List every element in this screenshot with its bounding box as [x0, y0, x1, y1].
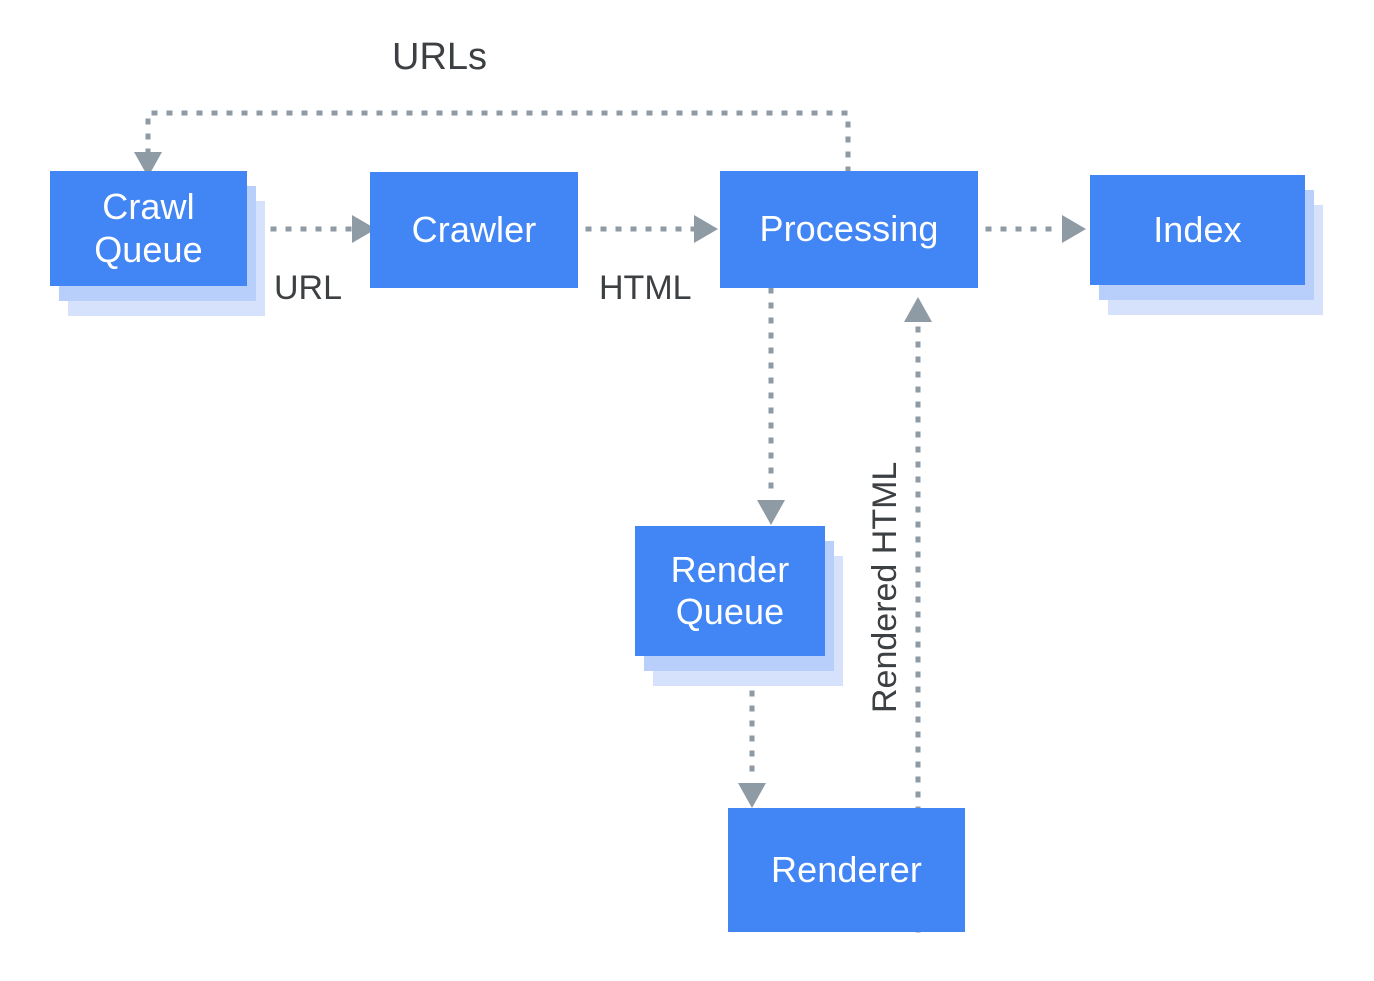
edge-label-urls: URLs: [392, 36, 488, 78]
node-crawler-body[interactable]: Crawler: [370, 172, 578, 288]
node-index[interactable]: Index: [1090, 175, 1323, 315]
node-crawler-label: Crawler: [411, 208, 537, 250]
node-crawl-queue-label: Crawl Queue: [94, 186, 203, 270]
node-processing-label: Processing: [759, 208, 939, 250]
node-crawl-queue-body[interactable]: Crawl Queue: [50, 171, 247, 286]
edge-processing-to-render-queue: [757, 287, 785, 525]
edge-crawler-to-processing: [585, 215, 718, 243]
node-renderer-body[interactable]: Renderer: [728, 808, 965, 932]
edge-label-url: URL: [274, 269, 343, 307]
node-processing[interactable]: Processing: [720, 171, 978, 288]
edge-label-rendered-html: Rendered HTML: [866, 461, 904, 713]
edge-processing-to-index: [985, 215, 1086, 243]
node-renderer[interactable]: Renderer: [728, 808, 965, 932]
node-index-body[interactable]: Index: [1090, 175, 1305, 285]
edge-processing-to-crawl-queue: [134, 110, 851, 177]
node-render-queue-label: Render Queue: [670, 548, 790, 632]
node-render-queue-body[interactable]: Render Queue: [635, 526, 825, 656]
node-renderer-label: Renderer: [771, 848, 922, 890]
node-index-label: Index: [1153, 208, 1242, 250]
edge-crawl-queue-to-crawler: [255, 215, 376, 243]
node-render-queue[interactable]: Render Queue: [635, 526, 845, 686]
node-processing-body[interactable]: Processing: [720, 171, 978, 288]
edge-label-html: HTML: [599, 269, 692, 307]
node-crawler[interactable]: Crawler: [370, 172, 578, 288]
node-crawl-queue[interactable]: Crawl Queue: [50, 171, 265, 316]
edge-render-queue-to-renderer: [738, 675, 766, 808]
edge-renderer-to-processing: [904, 297, 932, 933]
